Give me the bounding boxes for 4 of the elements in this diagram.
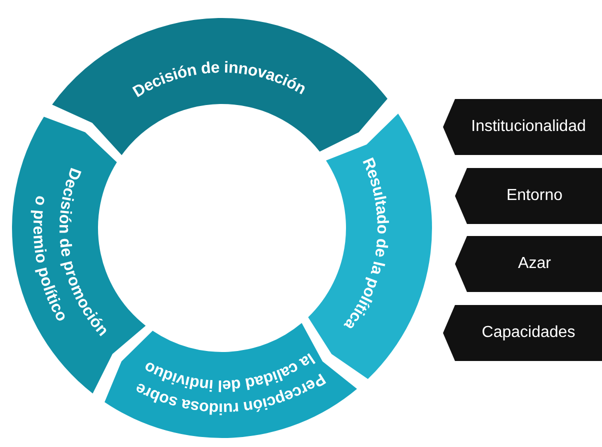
factor-tag: Capacidades (443, 305, 602, 361)
factor-tag: Institucionalidad (443, 99, 602, 155)
factor-tag: Azar (455, 236, 602, 292)
factor-tag: Entorno (455, 168, 602, 224)
